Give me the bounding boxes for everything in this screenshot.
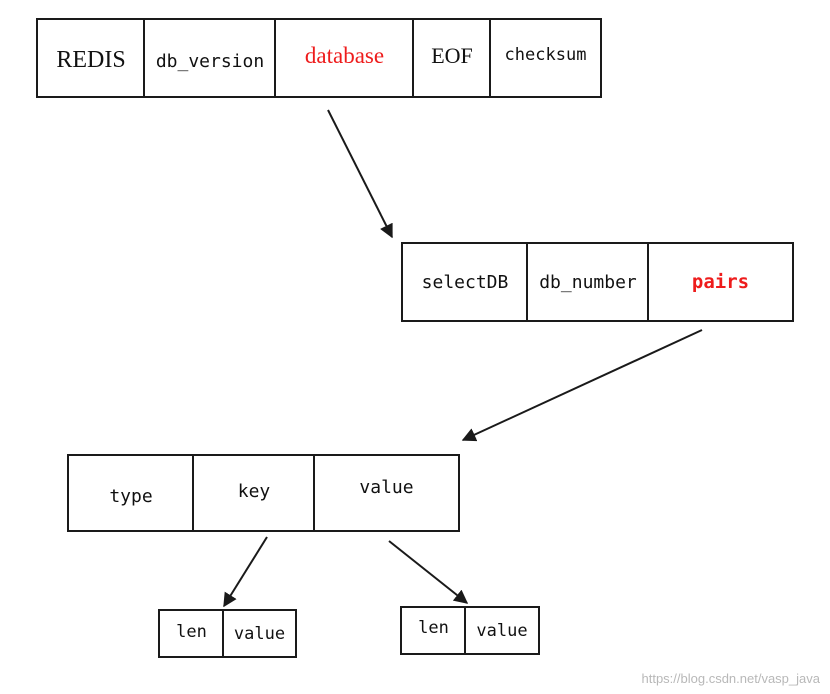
key-label: key (237, 480, 271, 502)
pairs-label: pairs (691, 271, 750, 293)
key-cell: key (192, 456, 314, 530)
database-label: database (304, 43, 385, 68)
database-structure-box: selectDB db_number pairs (401, 242, 794, 322)
db-number-label: db_number (539, 271, 637, 293)
key-len-cell: len (160, 611, 223, 656)
value-label: value (359, 476, 414, 498)
redis-cell: REDIS (38, 20, 144, 96)
key-value-label: value (233, 623, 286, 644)
key-value-cell: value (222, 611, 295, 656)
pair-structure-box: type key value (67, 454, 460, 532)
select-db-cell: selectDB (403, 244, 527, 320)
type-label: type (109, 485, 153, 507)
database-cell: database (274, 20, 413, 96)
redis-label: REDIS (56, 46, 126, 73)
arrow-database-to-detail (327, 109, 393, 239)
type-cell: type (69, 456, 193, 530)
checksum-cell: checksum (489, 20, 600, 96)
value-value-label: value (476, 620, 528, 641)
arrow-key-to-key-detail (223, 536, 268, 608)
key-len-label: len (176, 621, 207, 642)
arrow-pairs-to-pair (461, 329, 703, 442)
rdb-structure-box: REDIS db_version database EOF checksum (36, 18, 602, 98)
watermark-text: https://blog.csdn.net/vasp_java (641, 671, 820, 686)
arrow-value-to-value-detail (388, 540, 469, 604)
value-len-label: len (418, 617, 449, 638)
pairs-cell: pairs (647, 244, 792, 320)
db-version-cell: db_version (143, 20, 275, 96)
value-detail-box: len value (400, 606, 540, 655)
db-number-cell: db_number (526, 244, 648, 320)
value-cell: value (313, 456, 458, 530)
value-value-cell: value (464, 608, 538, 653)
key-detail-box: len value (158, 609, 297, 658)
checksum-label: checksum (504, 45, 587, 65)
select-db-label: selectDB (421, 271, 509, 293)
eof-label: EOF (431, 43, 473, 68)
db-version-label: db_version (155, 50, 265, 72)
value-len-cell: len (402, 608, 465, 653)
eof-cell: EOF (412, 20, 490, 96)
